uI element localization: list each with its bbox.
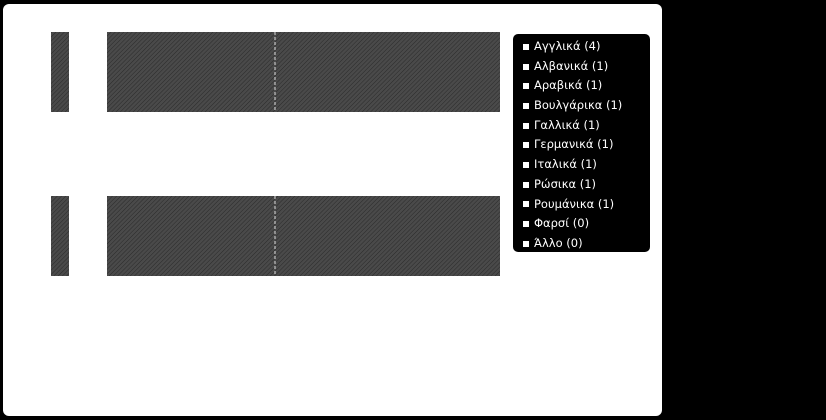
bar-segment bbox=[107, 32, 500, 112]
legend-item: Ρώσικα (1) bbox=[523, 175, 650, 195]
chart-panel: Αγγλικά (4) Αλβανικά (1) Αραβικά (1) Βουλγά… bbox=[3, 4, 662, 416]
legend-label: Φαρσί (0) bbox=[534, 216, 590, 231]
legend-swatch bbox=[523, 221, 529, 228]
legend-item: Γερμανικά (1) bbox=[523, 135, 650, 155]
bars-layer bbox=[51, 32, 500, 276]
legend-item: Ιταλικά (1) bbox=[523, 155, 650, 175]
legend-swatch bbox=[523, 161, 529, 168]
legend-swatch bbox=[523, 83, 529, 90]
bar-segment bbox=[107, 196, 500, 276]
legend-label: Ρουμάνικα (1) bbox=[534, 196, 615, 211]
legend-item: Βουλγάρικα (1) bbox=[523, 96, 650, 116]
legend-label: Αγγλικά (4) bbox=[534, 39, 601, 53]
legend-item: Αλβανικά (1) bbox=[523, 57, 650, 77]
legend-swatch bbox=[523, 142, 529, 149]
legend: Αγγλικά (4) Αλβανικά (1) Αραβικά (1) Βουλγά… bbox=[513, 34, 650, 252]
legend-label: Γερμανικά (1) bbox=[534, 137, 614, 152]
legend-swatch bbox=[523, 43, 529, 50]
chart-plot bbox=[51, 32, 500, 276]
legend-item: Φαρσί (0) bbox=[523, 214, 650, 234]
legend-swatch bbox=[523, 181, 529, 188]
legend-label: Αραβικά (1) bbox=[534, 78, 603, 93]
legend-label: Ιταλικά (1) bbox=[534, 157, 597, 172]
legend-label: Άλλο (0) bbox=[534, 235, 583, 250]
legend-label: Γαλλικά (1) bbox=[534, 117, 600, 132]
legend-label: Βουλγάρικα (1) bbox=[534, 98, 623, 113]
legend-swatch bbox=[523, 63, 529, 70]
legend-label: Αλβανικά (1) bbox=[534, 58, 609, 73]
legend-swatch bbox=[523, 201, 529, 208]
legend-item: Αραβικά (1) bbox=[523, 76, 650, 96]
bar-segment bbox=[51, 32, 69, 112]
legend-item: Γαλλικά (1) bbox=[523, 116, 650, 136]
legend-item: Αγγλικά (4) bbox=[523, 37, 650, 57]
legend-label: Ρώσικα (1) bbox=[534, 176, 597, 191]
legend-item: Ρουμάνικα (1) bbox=[523, 195, 650, 215]
legend-item: Άλλο (0) bbox=[523, 234, 650, 254]
bar-segment bbox=[51, 196, 69, 276]
legend-swatch bbox=[523, 122, 529, 129]
legend-swatch bbox=[523, 240, 529, 247]
legend-swatch bbox=[523, 102, 529, 109]
